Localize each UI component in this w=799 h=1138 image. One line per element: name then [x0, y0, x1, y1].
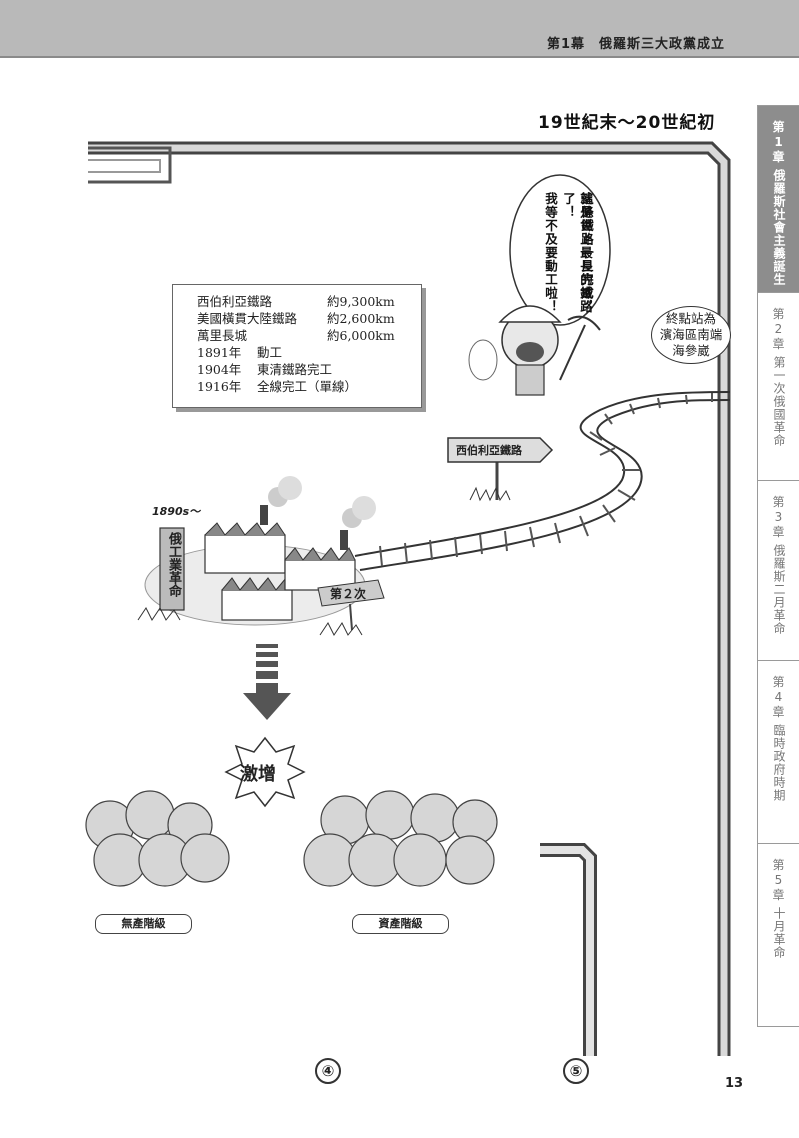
length-name: 西伯利亞鐵路 — [197, 294, 273, 309]
terminal-note-line: 海參崴 — [672, 343, 710, 358]
page-header: 第1幕 俄羅斯三大政黨成立 — [0, 0, 799, 58]
speech-line-3: 我等不及要動工啦！ — [543, 192, 558, 314]
length-value: 約6,000km — [327, 328, 395, 343]
tab-chapter-unit: 章 — [772, 150, 785, 164]
tab-chapter-label: 第 — [772, 858, 785, 872]
proletariat-crowd — [85, 790, 230, 887]
length-value: 約9,300km — [327, 294, 395, 309]
tab-chapter-unit: 章 — [772, 525, 785, 539]
tab-chapter-unit: 章 — [772, 337, 785, 351]
length-row: 西伯利亞鐵路 約9,300km — [197, 293, 415, 310]
surge-label: 激增 — [240, 764, 276, 785]
tab-chapter-4[interactable]: 第 4 章 臨時政府時期 — [757, 660, 799, 843]
event-row: 1891年 動工 — [197, 344, 415, 361]
tab-chapter-unit: 章 — [772, 705, 785, 719]
panel-frame — [88, 141, 731, 1056]
tab-chapter-title: 臨時政府時期 — [772, 724, 786, 802]
surge-burst-icon — [224, 736, 306, 808]
tab-chapter-number: 4 — [774, 690, 783, 704]
tab-chapter-number: 3 — [774, 510, 783, 524]
down-arrow-icon — [243, 644, 291, 720]
tab-chapter-1[interactable]: 第 1 章 俄羅斯社會主義誕生 — [757, 105, 799, 292]
event-text: 動工 — [257, 345, 283, 360]
tab-chapter-number: 2 — [774, 322, 783, 336]
tab-chapter-title: 十月革命 — [772, 907, 786, 959]
bourgeoisie-label: 資產階級 — [352, 914, 449, 934]
event-year: 1904年 — [197, 362, 242, 377]
speech-bubble — [509, 174, 611, 326]
section-title: 第1幕 俄羅斯三大政黨成立 — [546, 37, 725, 52]
event-row: 1904年 東清鐵路完工 — [197, 361, 415, 378]
speech-line-2: 就是世上最長的鐵路了！ — [561, 192, 593, 314]
length-row: 萬里長城 約6,000km — [197, 327, 415, 344]
tab-chapter-label: 第 — [772, 120, 785, 134]
event-year: 1891年 — [197, 345, 242, 360]
tab-chapter-title: 第一次俄國革命 — [772, 356, 786, 447]
signpost-graphic — [447, 437, 554, 502]
proletariat-label: 無產階級 — [95, 914, 192, 934]
tab-chapter-title: 俄羅斯二月革命 — [772, 544, 786, 635]
decade-label: 1890s～ — [152, 505, 201, 518]
tab-chapter-2[interactable]: 第 2 章 第一次俄國革命 — [757, 292, 799, 480]
worker-character — [468, 305, 601, 396]
tab-chapter-3[interactable]: 第 3 章 俄羅斯二月革命 — [757, 480, 799, 660]
tab-chapter-number: 1 — [774, 135, 783, 149]
factory-illustration — [137, 476, 385, 636]
event-text: 全線完工（單線） — [257, 379, 358, 394]
speech-line-1: 這條鐵路一旦完成， — [579, 192, 594, 314]
page-number: 13 — [725, 1076, 744, 1091]
panel-number-4: ④ — [315, 1058, 341, 1084]
second-label: 第２次 — [330, 587, 367, 601]
railway-track — [354, 391, 731, 571]
event-text: 東清鐵路完工 — [257, 362, 333, 377]
industrial-revolution-label: 俄工業革命 — [166, 532, 181, 597]
panel-number-5: ⑤ — [563, 1058, 589, 1084]
railway-info-box: 西伯利亞鐵路 約9,300km 美國橫貫大陸鐵路 約2,600km 萬里長城 約… — [172, 284, 422, 408]
tab-chapter-label: 第 — [772, 495, 785, 509]
event-year: 1916年 — [197, 379, 242, 394]
tab-chapter-label: 第 — [772, 307, 785, 321]
terminal-note-line: 終點站為 — [665, 311, 716, 326]
tab-chapter-label: 第 — [772, 675, 785, 689]
terminal-note-line: 濱海區南端 — [659, 327, 723, 342]
bourgeoisie-crowd — [303, 790, 498, 887]
tab-chapter-number: 5 — [774, 873, 783, 887]
event-row: 1916年 全線完工（單線） — [197, 378, 415, 395]
length-name: 美國橫貫大陸鐵路 — [197, 311, 298, 326]
tab-chapter-title: 俄羅斯社會主義誕生 — [772, 169, 786, 286]
length-value: 約2,600km — [327, 311, 395, 326]
terminal-note: 終點站為 濱海區南端 海參崴 — [651, 306, 731, 364]
signpost-label: 西伯利亞鐵路 — [456, 444, 522, 457]
tab-chapter-5[interactable]: 第 5 章 十月革命 — [757, 843, 799, 1027]
length-name: 萬里長城 — [197, 328, 248, 343]
tab-chapter-unit: 章 — [772, 888, 785, 902]
length-row: 美國橫貫大陸鐵路 約2,600km — [197, 310, 415, 327]
era-title: 19世紀末～20世紀初 — [538, 113, 716, 133]
